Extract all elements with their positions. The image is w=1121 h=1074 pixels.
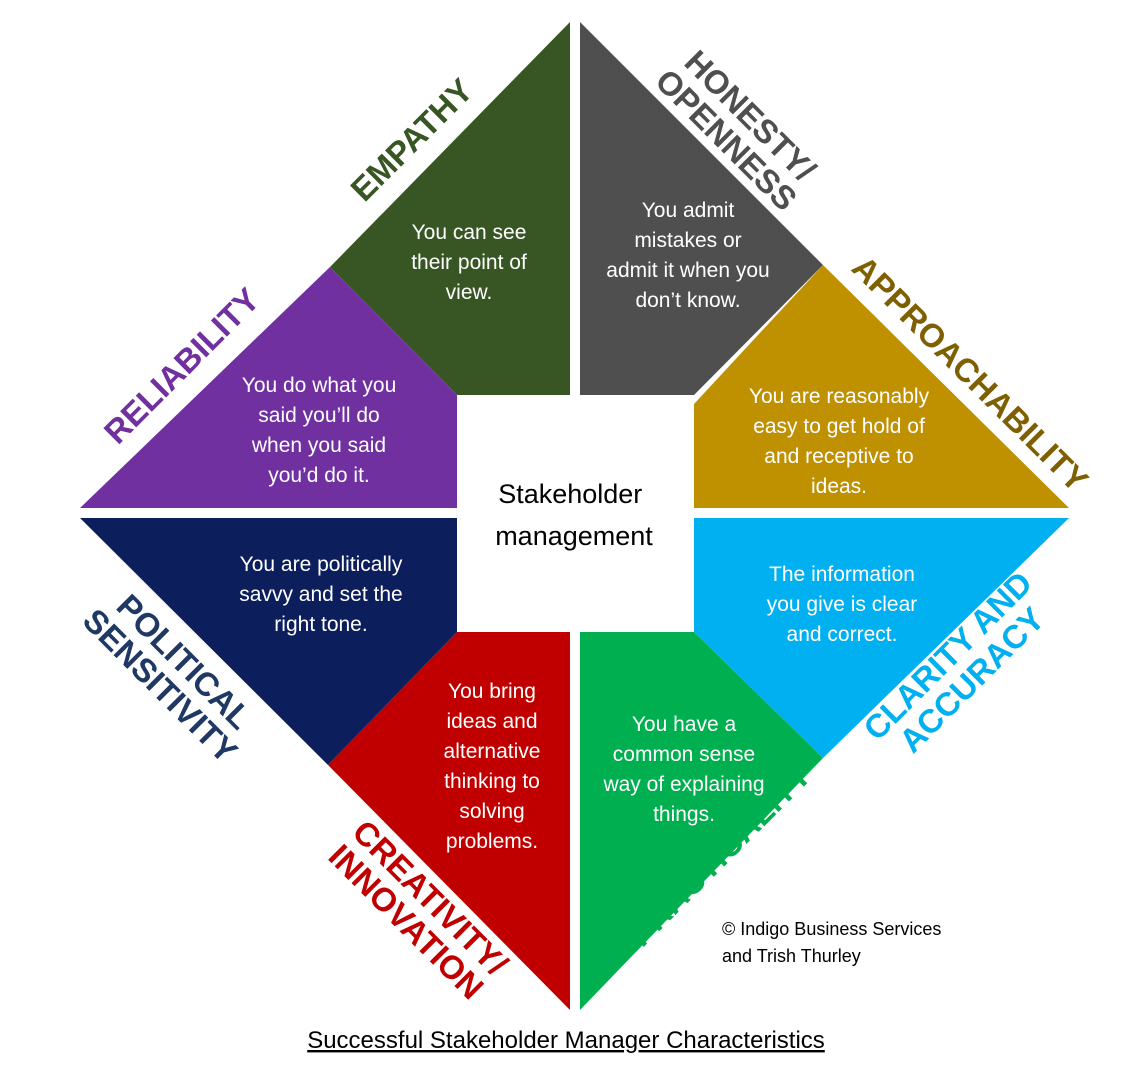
segment-reliability-description-line: You do what you bbox=[242, 374, 397, 397]
segment-practicality-description-line: common sense bbox=[613, 743, 755, 766]
segment-honesty-description-line: don’t know. bbox=[635, 289, 740, 312]
segment-creativity-description-line: problems. bbox=[446, 830, 538, 853]
segment-clarity-description-line: and correct. bbox=[787, 623, 898, 646]
segment-reliability-description-line: said you’ll do bbox=[258, 404, 379, 427]
segment-political bbox=[80, 518, 457, 765]
segment-creativity-description-line: alternative bbox=[444, 740, 541, 763]
segment-empathy-description-line: You can see bbox=[412, 221, 527, 244]
segment-creativity-description-line: solving bbox=[459, 800, 524, 823]
segment-honesty bbox=[580, 22, 823, 395]
segment-approachability-description-line: easy to get hold of bbox=[753, 415, 925, 438]
segment-political-description-line: savvy and set the bbox=[239, 583, 402, 606]
segment-creativity bbox=[328, 632, 570, 1010]
segments-group bbox=[80, 22, 1069, 1010]
segment-approachability bbox=[694, 265, 1069, 508]
segment-empathy-description: You can see their point of view. bbox=[411, 221, 527, 304]
segment-creativity-description-line: You bring bbox=[448, 680, 536, 703]
segment-practicality-description-line: things. bbox=[653, 803, 715, 826]
segment-practicality-description: You have a common sense way of explaining t… bbox=[602, 713, 764, 826]
segment-reliability-description-line: you’d do it. bbox=[268, 464, 370, 487]
segment-creativity-description-line: thinking to bbox=[444, 770, 540, 793]
segment-clarity bbox=[694, 518, 1069, 758]
segment-political-description-line: You are politically bbox=[240, 553, 403, 576]
segment-political-description: You are politically savvy and set the righ… bbox=[239, 553, 403, 636]
segment-honesty-description-line: mistakes or bbox=[634, 229, 741, 252]
segment-empathy bbox=[330, 22, 570, 395]
segment-political-description-line: right tone. bbox=[274, 613, 367, 636]
segment-approachability-description: You are reasonably easy to get hold of and… bbox=[749, 385, 930, 498]
segment-approachability-description-line: ideas. bbox=[811, 475, 867, 498]
segment-creativity-description: You bring ideas and alternative thinking to… bbox=[444, 680, 541, 853]
segment-clarity-description-line: The information bbox=[769, 563, 915, 586]
copyright-credit: © Indigo Business Services and Trish Thu… bbox=[722, 919, 946, 966]
center-label-line-1: Stakeholder bbox=[498, 479, 642, 509]
segment-practicality bbox=[580, 632, 823, 1010]
segment-creativity-description-line: ideas and bbox=[446, 710, 537, 733]
segment-clarity-description: The information you give is clear and corr… bbox=[767, 563, 918, 646]
segment-practicality-description-line: You have a bbox=[632, 713, 737, 736]
center-label: Stakeholder management bbox=[495, 479, 653, 551]
segment-empathy-description-line: view. bbox=[446, 281, 493, 304]
credit-line-2: and Trish Thurley bbox=[722, 946, 861, 966]
segment-approachability-description-line: You are reasonably bbox=[749, 385, 930, 408]
diagram-caption: Successful Stakeholder Manager Character… bbox=[307, 1027, 825, 1054]
segment-practicality-description-line: way of explaining bbox=[602, 773, 764, 796]
segment-reliability-description-line: when you said bbox=[251, 434, 386, 457]
segment-reliability-description: You do what you said you’ll do when you sa… bbox=[242, 374, 397, 487]
segment-clarity-description-line: you give is clear bbox=[767, 593, 918, 616]
segment-reliability bbox=[80, 267, 457, 508]
segment-approachability-description-line: and receptive to bbox=[764, 445, 913, 468]
segment-honesty-description: You admit mistakes or admit it when you don… bbox=[606, 199, 769, 312]
center-label-line-2: management bbox=[495, 521, 653, 551]
segment-empathy-description-line: their point of bbox=[411, 251, 527, 274]
credit-line-1: © Indigo Business Services bbox=[722, 919, 941, 939]
segment-honesty-description-line: You admit bbox=[642, 199, 735, 222]
segment-honesty-description-line: admit it when you bbox=[606, 259, 769, 282]
